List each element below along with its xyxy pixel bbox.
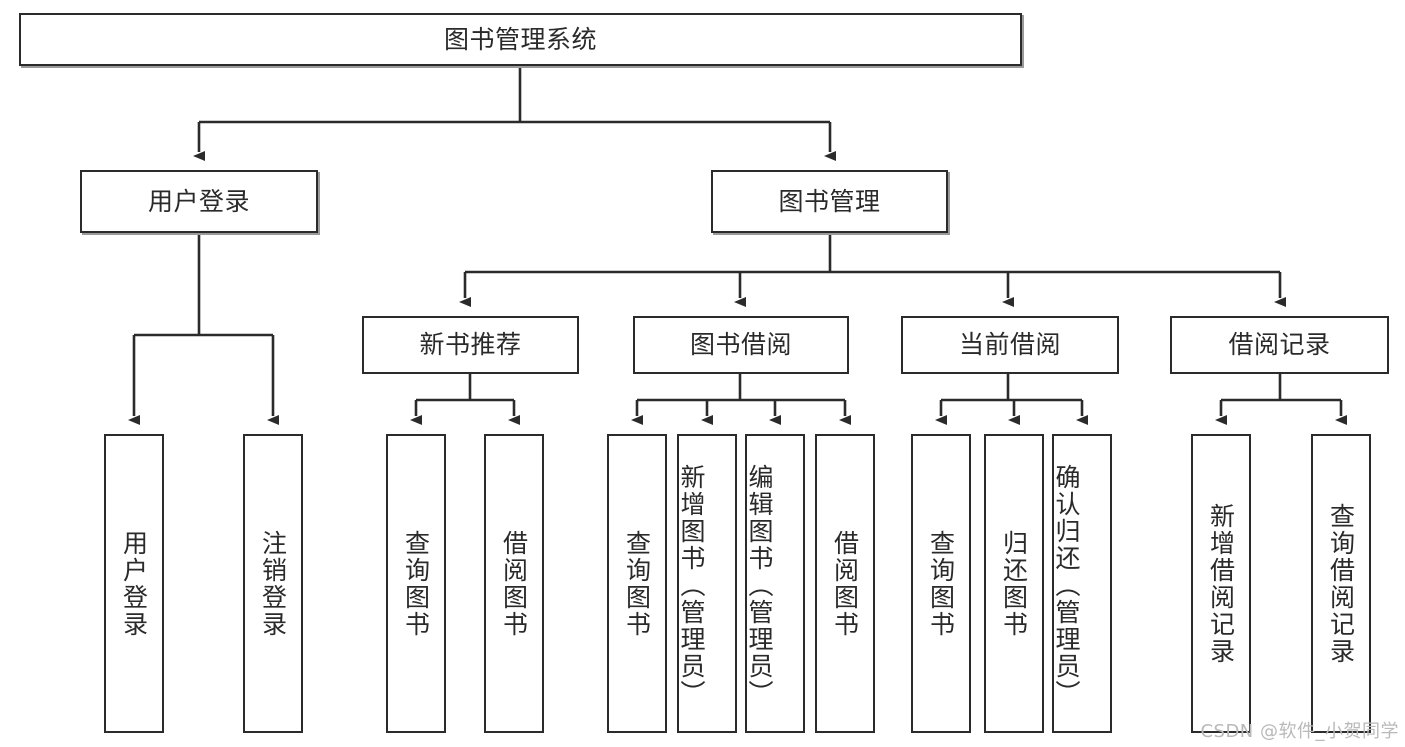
node-leaf-query-record-label: 查询借阅记录 xyxy=(1326,502,1356,665)
user-login-children-connectors xyxy=(128,233,279,425)
node-leaf-confirm-return[interactable]: 确认归还（管理员） xyxy=(1052,434,1112,733)
node-leaf-edit-book[interactable]: 编辑图书（管理员） xyxy=(745,434,805,733)
node-borrow-record[interactable]: 借阅记录 xyxy=(1170,316,1389,374)
node-leaf-borrow-book-2-label: 借阅图书 xyxy=(830,529,860,638)
node-root-label: 图书管理系统 xyxy=(443,24,597,54)
node-book-borrow[interactable]: 图书借阅 xyxy=(633,316,849,374)
node-root[interactable]: 图书管理系统 xyxy=(19,13,1022,66)
node-borrow-record-label: 借阅记录 xyxy=(1228,330,1331,360)
book-borrow-children-connectors xyxy=(631,374,851,425)
node-leaf-return-book-label: 归还图书 xyxy=(999,529,1029,638)
root-connectors xyxy=(193,66,836,161)
node-leaf-logout[interactable]: 注销登录 xyxy=(243,434,303,733)
node-leaf-query-book-1[interactable]: 查询图书 xyxy=(386,434,446,733)
node-leaf-query-book-3[interactable]: 查询图书 xyxy=(911,434,971,733)
node-leaf-user-login-label: 用户登录 xyxy=(119,529,149,638)
node-leaf-add-book[interactable]: 新增图书（管理员） xyxy=(677,434,737,733)
node-leaf-confirm-return-label: 确认归还（管理员） xyxy=(1052,464,1081,707)
node-current-borrow-label: 当前借阅 xyxy=(958,330,1061,360)
node-leaf-return-book[interactable]: 归还图书 xyxy=(984,434,1044,733)
node-leaf-user-login[interactable]: 用户登录 xyxy=(104,434,164,733)
node-leaf-logout-label: 注销登录 xyxy=(258,529,288,638)
book-manage-connectors xyxy=(459,233,1286,307)
node-leaf-borrow-book-2[interactable]: 借阅图书 xyxy=(815,434,875,733)
node-current-borrow[interactable]: 当前借阅 xyxy=(901,316,1119,374)
node-new-book-recommend-label: 新书推荐 xyxy=(419,330,522,360)
node-leaf-query-book-1-label: 查询图书 xyxy=(401,529,431,638)
borrow-record-children-connectors xyxy=(1215,374,1347,425)
node-leaf-query-book-3-label: 查询图书 xyxy=(926,529,956,638)
node-book-manage-label: 图书管理 xyxy=(778,186,881,216)
node-book-manage[interactable]: 图书管理 xyxy=(711,170,948,233)
node-leaf-add-record-label: 新增借阅记录 xyxy=(1206,502,1236,665)
new-book-children-connectors xyxy=(410,374,520,425)
node-leaf-query-book-2-label: 查询图书 xyxy=(622,529,652,638)
node-leaf-add-book-label: 新增图书（管理员） xyxy=(677,464,706,707)
current-borrow-children-connectors xyxy=(935,374,1088,425)
node-leaf-borrow-book-1-label: 借阅图书 xyxy=(499,529,529,638)
node-book-borrow-label: 图书借阅 xyxy=(689,330,792,360)
node-leaf-borrow-book-1[interactable]: 借阅图书 xyxy=(484,434,544,733)
node-leaf-edit-book-label: 编辑图书（管理员） xyxy=(745,464,774,707)
node-leaf-add-record[interactable]: 新增借阅记录 xyxy=(1191,434,1251,733)
node-new-book-recommend[interactable]: 新书推荐 xyxy=(362,316,579,374)
csdn-watermark: CSDN @软件_小贺同学 xyxy=(1200,721,1399,742)
node-leaf-query-book-2[interactable]: 查询图书 xyxy=(607,434,667,733)
node-user-login[interactable]: 用户登录 xyxy=(80,170,318,233)
node-user-login-label: 用户登录 xyxy=(147,186,250,216)
node-leaf-query-record[interactable]: 查询借阅记录 xyxy=(1311,434,1371,733)
